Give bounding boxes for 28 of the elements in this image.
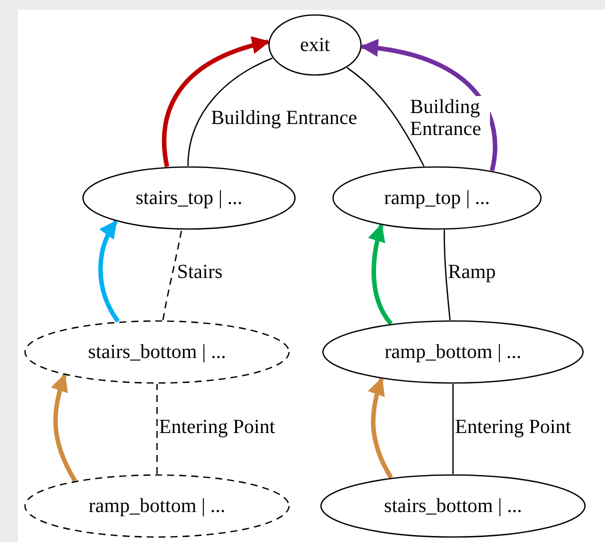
connector-line xyxy=(162,230,182,320)
connector-line xyxy=(187,58,273,166)
node-label: ramp_bottom | ... xyxy=(384,342,522,362)
node-label: ramp_top | ... xyxy=(384,188,490,208)
ellipse-node xyxy=(82,166,296,230)
edge-label: Building Entrance xyxy=(410,96,490,140)
node-label: ramp_bottom | ... xyxy=(88,496,226,516)
arrow xyxy=(162,36,270,168)
connector-line xyxy=(444,230,451,320)
node-label: stairs_top | ... xyxy=(136,188,242,208)
arrow xyxy=(51,373,77,482)
arrow xyxy=(368,223,393,326)
connector-line xyxy=(346,67,425,167)
node-label: stairs_bottom | ... xyxy=(88,342,226,362)
connector-line xyxy=(452,384,454,474)
ellipse-node xyxy=(24,474,290,538)
ellipse-node xyxy=(268,14,362,76)
ellipse-node xyxy=(320,474,586,538)
arrow xyxy=(98,220,120,323)
arrow xyxy=(368,377,393,479)
node-label: stairs_bottom | ... xyxy=(384,496,522,516)
ellipse-node xyxy=(332,166,542,230)
connector-line xyxy=(156,384,158,474)
arrow xyxy=(360,40,498,172)
ellipse-node xyxy=(322,320,584,384)
ellipse-node xyxy=(24,320,290,384)
node-label: exit xyxy=(300,35,330,55)
edge-label: Building Entrance xyxy=(211,107,358,129)
